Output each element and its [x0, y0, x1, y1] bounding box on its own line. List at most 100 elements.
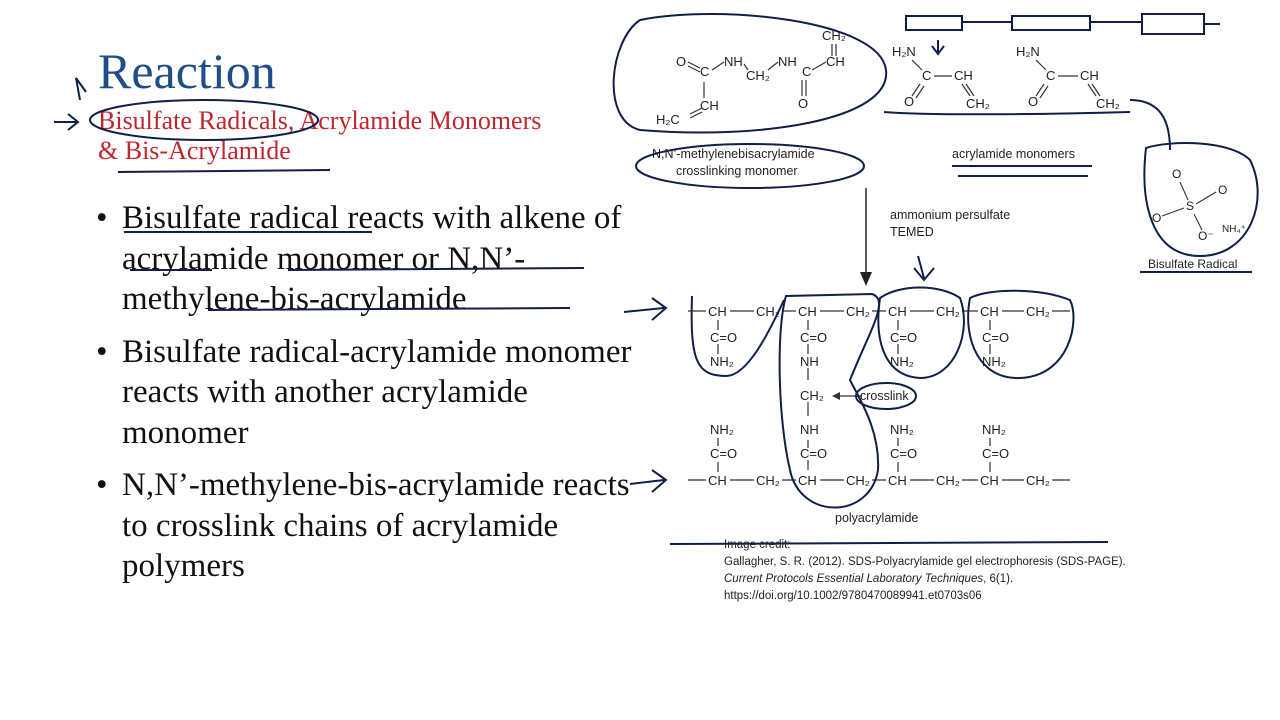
svg-text:CH₂: CH₂	[756, 304, 780, 319]
svg-text:O: O	[1152, 211, 1161, 225]
subtitle-acrylamide: , Acrylamide Monomers	[287, 106, 542, 135]
svg-text:NH₂: NH₂	[982, 422, 1006, 437]
circle-annotation	[1143, 142, 1259, 258]
svg-text:C=O: C=O	[710, 330, 737, 345]
svg-text:C=O: C=O	[800, 330, 827, 345]
svg-text:CH₂: CH₂	[1026, 304, 1050, 319]
underline-annotation	[883, 111, 1131, 116]
arrow-annotation	[913, 255, 935, 282]
svg-text:NH₂: NH₂	[890, 354, 914, 369]
arrow-annotation	[629, 469, 668, 493]
product-label: polyacrylamide	[835, 511, 918, 525]
circle-annotation	[612, 13, 888, 134]
svg-text:CH: CH	[954, 68, 973, 83]
svg-text:CH: CH	[798, 473, 817, 488]
polymer-segment-sketch	[905, 15, 963, 31]
ink-annotations-left	[54, 77, 668, 493]
svg-text:CH: CH	[798, 304, 817, 319]
svg-text:C=O: C=O	[890, 446, 917, 461]
bisulfate-label: Bisulfate Radical	[1148, 257, 1237, 271]
svg-text:NH₂: NH₂	[890, 422, 914, 437]
svg-text:H₂C: H₂C	[656, 112, 680, 127]
svg-text:C: C	[700, 64, 709, 79]
bullet-text: Bisulfate radical reacts with alkene of …	[122, 200, 622, 317]
svg-text:CH: CH	[700, 98, 719, 113]
svg-text:CH₂: CH₂	[1026, 473, 1050, 488]
arrow-annotation	[54, 113, 80, 131]
underline-annotation	[287, 267, 585, 271]
svg-text:O⁻: O⁻	[1198, 229, 1214, 243]
slide-title: Reaction	[98, 43, 276, 99]
svg-text:C: C	[1046, 68, 1055, 83]
polymer-segment-sketch	[1011, 15, 1091, 31]
bullet-text: N,N’-methylene-bis-acrylamide reacts to …	[122, 467, 630, 584]
svg-text:H₂N: H₂N	[1016, 44, 1040, 59]
svg-text:S: S	[1186, 199, 1194, 213]
credit-journal-line: Current Protocols Essential Laboratory T…	[724, 571, 1164, 588]
bullet-item: •Bisulfate radical reacts with alkene of…	[96, 198, 641, 320]
polymer-segment-sketch	[1141, 13, 1205, 35]
svg-text:CH: CH	[826, 54, 845, 69]
ink-annotations-diagram	[612, 13, 1259, 545]
svg-text:H₂N: H₂N	[892, 44, 916, 59]
svg-text:CH₂: CH₂	[936, 304, 960, 319]
svg-text:C=O: C=O	[890, 330, 917, 345]
connector-sketch	[962, 21, 1220, 25]
bisulfate-structure: O O S O O⁻ NH₄⁺	[1152, 167, 1246, 243]
reagent-line1: ammonium persulfate	[890, 208, 1010, 222]
credit-journal: Current Protocols Essential Laboratory T…	[724, 573, 984, 585]
reaction-arrow	[860, 188, 872, 286]
bullet-item: • N,N’-methylene-bis-acrylamide reacts to…	[96, 465, 641, 587]
polyacrylamide-structure: CH CH₂ CH CH₂ CH CH₂ CH CH₂ C=O C=O C=O C=O NH…	[688, 304, 1070, 488]
bullet-dot: •	[96, 333, 108, 370]
svg-text:CH: CH	[980, 304, 999, 319]
reagent-line2: TEMED	[890, 225, 934, 239]
bis-label-line1: N,N’-methylenebisacrylamide	[652, 147, 815, 161]
bullet-item: •Bisulfate radical-acrylamide monomer re…	[96, 332, 641, 454]
svg-text:C: C	[922, 68, 931, 83]
svg-text:C=O: C=O	[710, 446, 737, 461]
svg-text:O: O	[1218, 183, 1227, 197]
bis-acrylamide-structure: O C NH CH₂ NH C CH CH₂ O CH H₂C	[656, 28, 846, 127]
svg-text:CH₂: CH₂	[756, 473, 780, 488]
svg-text:CH₂: CH₂	[846, 304, 870, 319]
svg-text:NH: NH	[778, 54, 797, 69]
underline-annotation	[952, 165, 1092, 177]
svg-text:NH₄⁺: NH₄⁺	[1222, 224, 1246, 235]
svg-text:CH₂: CH₂	[966, 96, 990, 111]
svg-text:O: O	[1028, 94, 1038, 109]
svg-text:NH: NH	[800, 422, 819, 437]
svg-text:CH: CH	[1080, 68, 1099, 83]
connector-annotation	[1129, 99, 1171, 151]
svg-text:C=O: C=O	[982, 330, 1009, 345]
svg-text:NH: NH	[724, 54, 743, 69]
svg-text:CH: CH	[980, 473, 999, 488]
underline-annotation	[669, 541, 1109, 545]
svg-text:NH₂: NH₂	[710, 354, 734, 369]
acrylamide-label: acrylamide monomers	[952, 147, 1075, 161]
credit-heading: Image credit:	[724, 539, 791, 551]
crosslink-label: crosslink	[860, 389, 909, 403]
bullet-list: • Bisulfate radical reacts with alkene of…	[96, 198, 641, 599]
svg-text:CH: CH	[708, 304, 727, 319]
subtitle-bisulfate: Bisulfate Radicals	[98, 106, 288, 135]
svg-text:O: O	[904, 94, 914, 109]
bis-label-line2: crosslinking monomer	[676, 164, 798, 178]
circle-annotation	[967, 289, 1075, 380]
circle-annotation	[635, 143, 865, 189]
credit-volume: , 6(1).	[983, 573, 1014, 585]
svg-text:NH: NH	[800, 354, 819, 369]
circle-annotation	[855, 382, 917, 410]
credit-doi[interactable]: https://doi.org/10.1002/9780470089941.et…	[724, 590, 982, 602]
svg-text:CH₂: CH₂	[1096, 96, 1120, 111]
svg-text:CH: CH	[708, 473, 727, 488]
circle-annotation	[877, 286, 965, 380]
svg-text:CH₂: CH₂	[800, 388, 824, 403]
svg-text:O: O	[798, 96, 808, 111]
arrow-annotation	[931, 40, 945, 56]
svg-text:CH₂: CH₂	[936, 473, 960, 488]
bullet-dot: •	[96, 467, 108, 503]
svg-text:O: O	[676, 54, 686, 69]
